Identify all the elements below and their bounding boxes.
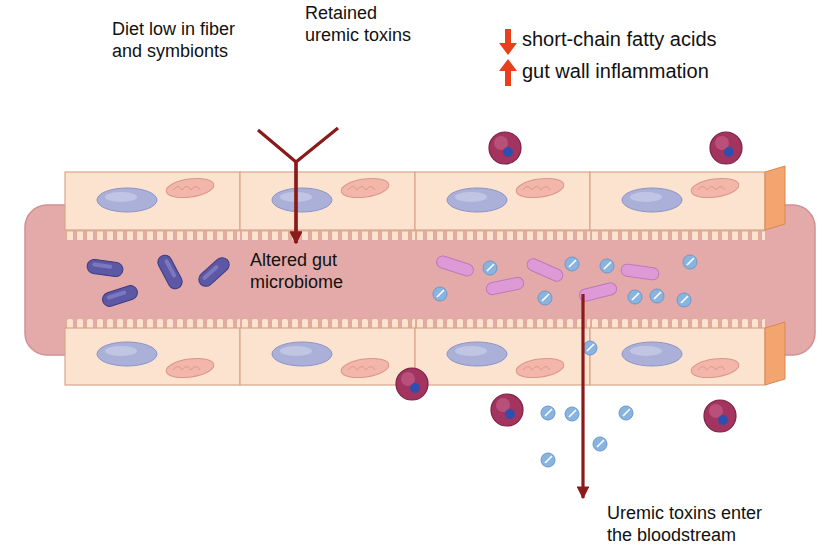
node-text: Uremic toxins enter the bloodstream — [607, 502, 785, 546]
decrease-arrow — [499, 29, 517, 55]
uremic-toxin-particles-part — [600, 259, 614, 273]
epithelial-cells-top-part — [765, 166, 785, 230]
arrow-stem-start — [583, 294, 584, 318]
uremic-toxin-particles-part — [433, 287, 447, 301]
cause-node: Diet low in fiber and symbionts — [108, 18, 268, 130]
uremic-toxin-particles-part — [565, 257, 579, 271]
epithelial-cells-top-part — [65, 172, 240, 240]
epithelial-cells-bottom-part — [415, 318, 590, 385]
epithelial-cells-top-part — [240, 172, 415, 240]
altered-bacteria-part — [620, 263, 659, 280]
epithelial-cells-bottom-part — [240, 318, 415, 385]
gut-lumen-node: Altered gut microbiome — [70, 243, 800, 318]
effect-label: short-chain fatty acids — [522, 27, 822, 51]
uremic-toxin-particles-part — [538, 291, 552, 305]
epithelial-cells-bottom-part — [65, 318, 240, 385]
healthy-bacteria-part — [86, 259, 124, 278]
epithelial-cells-bottom-part — [765, 322, 785, 385]
flow-arrow — [258, 130, 296, 243]
healthy-bacteria-part — [155, 253, 184, 291]
healthy-bacteria — [86, 253, 232, 308]
uremic-toxin-particles-part — [619, 406, 633, 420]
flow-arrow — [581, 318, 584, 498]
altered-bacteria-part — [485, 276, 525, 296]
uremic-toxin-particles-part — [541, 453, 555, 467]
outcome-node: Uremic toxins enter the bloodstream — [577, 498, 817, 556]
increase-arrow — [499, 59, 517, 86]
immune-cells-part — [489, 132, 521, 164]
uremic-toxin-particles-part — [628, 290, 642, 304]
immune-cells-part — [491, 394, 523, 426]
epithelial-cells-top-part — [590, 172, 765, 240]
node-text: Diet low in fiber and symbionts — [112, 18, 257, 62]
uremic-toxin-particles-part — [541, 406, 555, 420]
epithelial-cells-bottom-part — [590, 318, 765, 385]
immune-cells-part — [710, 132, 742, 164]
effect-label: gut wall inflammation — [522, 59, 822, 83]
cause-node: Retained uremic toxins — [300, 2, 420, 128]
uremic-toxin-particles-part — [650, 289, 664, 303]
epithelial-cells-top-part — [415, 172, 590, 240]
flow-arrow — [296, 128, 338, 243]
uremic-toxin-particles — [433, 255, 697, 467]
uremic-toxin-particles-part — [683, 255, 697, 269]
uremic-toxin-particles-part — [677, 293, 691, 307]
arrow-stem-start-part — [581, 294, 584, 318]
increase-arrow-part — [499, 59, 517, 71]
epithelial-cells-top — [65, 166, 785, 240]
healthy-bacteria-part — [101, 284, 140, 308]
immune-cells — [396, 132, 742, 432]
immune-cells-part — [704, 400, 736, 432]
uremic-toxin-particles-part — [483, 261, 497, 275]
immune-cells-part — [396, 368, 428, 400]
uremic-toxin-particles-part — [565, 407, 579, 421]
decrease-arrow-part — [505, 29, 511, 44]
altered-bacteria-part — [435, 254, 475, 277]
uremic-toxin-particles-part — [583, 341, 597, 355]
node-text: Retained uremic toxins — [305, 2, 420, 46]
uremic-toxin-particles-part — [593, 437, 607, 451]
increase-arrow-part — [505, 70, 511, 86]
altered-bacteria-part — [525, 257, 565, 283]
healthy-bacteria-part — [196, 255, 232, 289]
decrease-arrow-part — [499, 43, 517, 55]
node-text: Altered gut microbiome — [250, 249, 350, 293]
